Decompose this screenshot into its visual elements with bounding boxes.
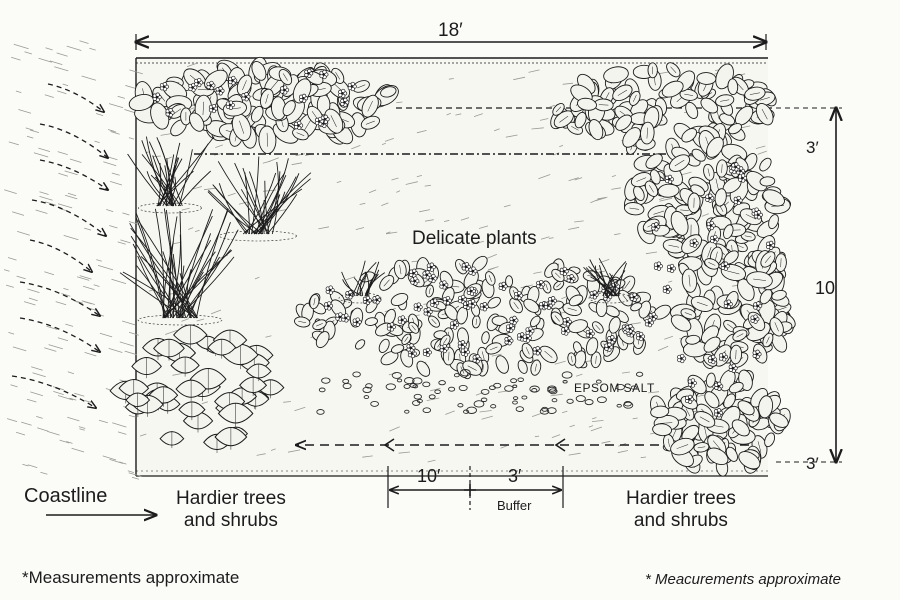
label-hardier-left: Hardier trees and shrubs <box>176 488 286 532</box>
label-overall-width: 18′ <box>438 20 463 41</box>
label-delicate-plants: Delicate plants <box>412 228 537 249</box>
label-hardier-right-line2: and shrubs <box>633 509 728 531</box>
wind-arrows <box>11 83 108 408</box>
label-overall-depth: 10 <box>815 278 836 298</box>
label-hardier-right-line1: Hardier trees <box>626 488 736 509</box>
label-hardier-left-line1: Hardier trees <box>176 488 286 509</box>
label-epsom-salt: EPSOM SALT <box>574 381 655 395</box>
note-measurements-right: * Meacurements approximate <box>645 571 841 588</box>
dimension-overall-width <box>136 34 766 50</box>
plantings <box>109 56 796 477</box>
label-coastline: Coastline <box>24 485 108 507</box>
label-buffer: Buffer <box>497 498 532 513</box>
epsom-salt-pebbles <box>316 369 644 415</box>
label-hardier-right: Hardier trees and shrubs <box>626 488 736 532</box>
dimension-depth <box>776 108 842 462</box>
label-hardier-left-line2: and shrubs <box>183 509 278 531</box>
label-bottom-band: 3′ <box>806 454 819 473</box>
label-bottom-right-dimension: 3′ <box>508 466 522 486</box>
dimension-bottom <box>387 466 564 510</box>
label-top-band: 3′ <box>806 138 819 157</box>
note-measurements-left: *Measurements approximate <box>22 568 240 587</box>
label-bottom-left-dimension: 10′ <box>417 466 441 486</box>
